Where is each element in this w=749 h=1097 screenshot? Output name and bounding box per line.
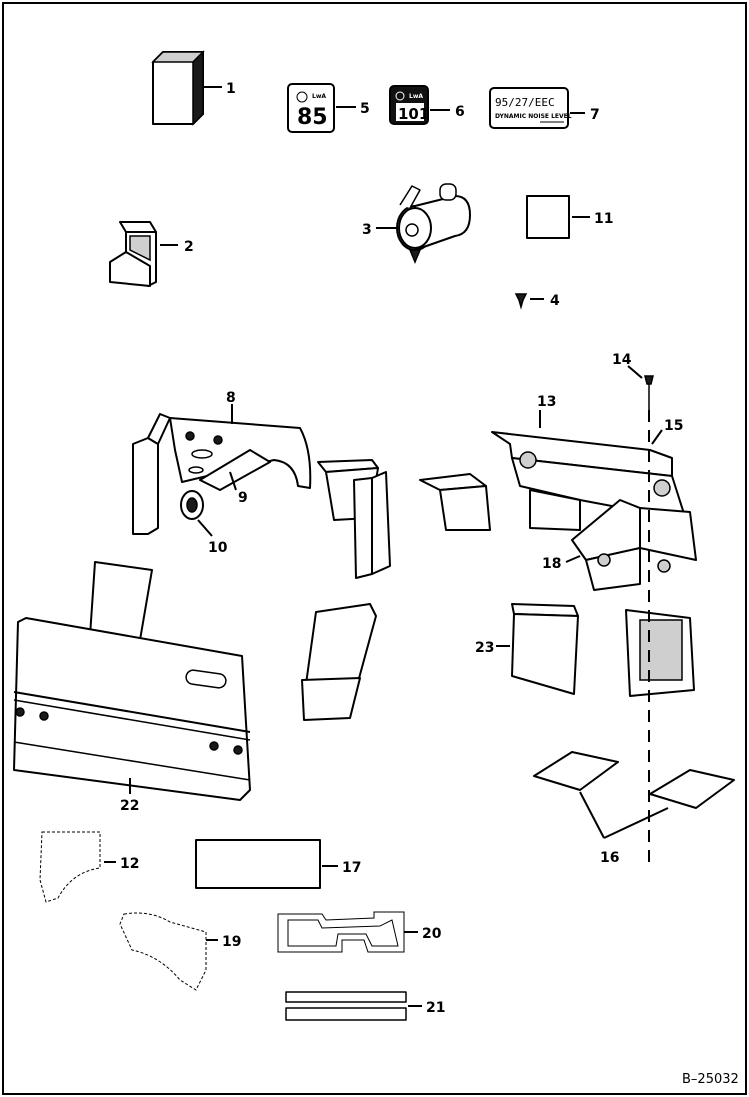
callout-10: 10 [208,540,228,556]
callout-19: 19 [222,934,241,950]
decal-7-line1: 95/27/EEC [495,96,555,109]
callout-3: 3 [362,222,372,238]
decal-5-value: 85 [297,105,328,130]
part-7-noise-level-decal: 95/27/EEC DYNAMIC NOISE LEVEL [489,87,585,129]
part-22-front-panel [13,561,251,801]
callout-13: 13 [537,394,556,410]
foam-frame-right [625,609,695,697]
part-14-bolt [627,365,654,410]
decal-6-unit: LwA [409,93,423,100]
part-12-outline [39,831,116,903]
part-5-decal-85: 85 LwA [287,83,356,133]
part-19-outline [119,912,218,991]
callout-6: 6 [455,104,465,120]
callout-5: 5 [360,101,370,117]
decal-6-value: 101 [398,105,429,123]
callout-7: 7 [590,107,600,123]
drawing-reference: B–25032 [682,1072,739,1087]
callout-12: 12 [120,856,139,872]
decal-7-line2: DYNAMIC NOISE LEVEL [495,113,572,120]
callout-8: 8 [226,390,236,406]
callout-23: 23 [475,640,494,656]
callout-4: 4 [550,293,560,309]
callout-14: 14 [612,352,632,368]
part-3-horn [376,183,471,264]
callout-21: 21 [426,1000,445,1016]
foam-block-right [301,603,377,721]
part-6-decal-101: 101 LwA [389,85,450,125]
decal-5-unit: LwA [312,93,326,100]
callout-11: 11 [594,211,613,227]
part-1-foam-block [151,50,222,126]
part-8-side-panel-assembly [132,404,312,535]
part-21-strips [285,991,422,1021]
part-4-screw [514,293,544,310]
callout-15: 15 [664,418,683,434]
part-23-foam-pad [496,603,579,695]
callout-22: 22 [120,798,139,814]
part-11-square-pad [526,195,590,239]
part-10-washer [180,490,213,537]
part-20-outline [277,911,418,953]
foam-block-center [317,459,391,579]
callout-17: 17 [342,860,361,876]
callout-18: 18 [542,556,561,572]
part-17-panel [195,839,338,889]
callout-1: 1 [226,81,236,97]
part-13-rear-panel-assembly [419,410,697,591]
callout-16: 16 [600,850,619,866]
part-16-floor-mats [533,751,735,839]
callout-9: 9 [238,490,248,506]
callout-20: 20 [422,926,442,942]
part-2-bracket [109,221,178,287]
callout-2: 2 [184,239,194,255]
